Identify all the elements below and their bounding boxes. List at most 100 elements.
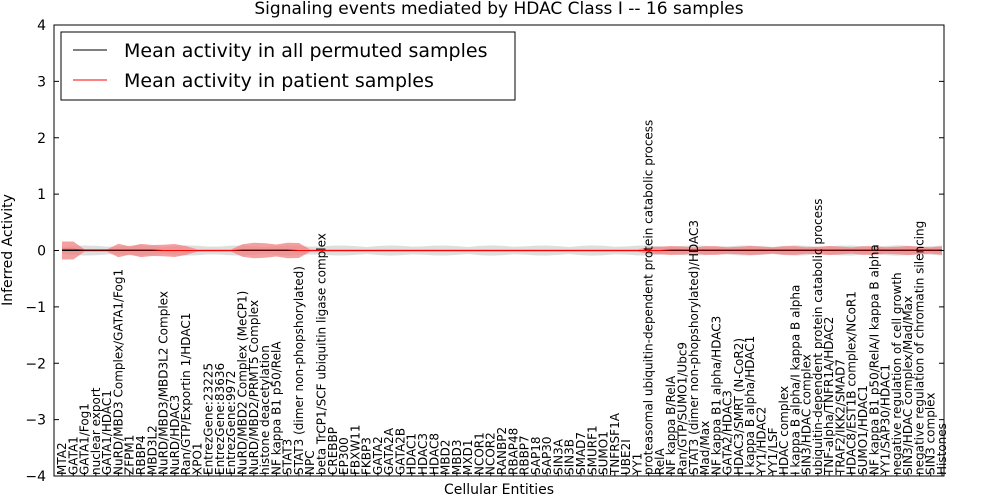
category-label: YY1/LSF — [766, 427, 780, 476]
plot-frame — [53, 24, 945, 477]
legend-label-permuted: Mean activity in all permuted samples — [124, 40, 487, 62]
category-label: NuRD/HDAC3 — [168, 395, 182, 475]
category-label: I kappa B alpha/I kappa B alpha — [788, 285, 802, 475]
category-label: RBBP4 — [134, 435, 148, 475]
legend-label-patient: Mean activity in patient samples — [124, 70, 434, 92]
category-label: MBD3 — [450, 440, 464, 475]
category-label: nuclear export — [89, 387, 103, 475]
category-label: SIN3/HDAC complex/Mad/Max — [901, 296, 915, 475]
category-label: proteasomal ubiquitin-dependent protein … — [642, 120, 656, 475]
category-label: GATA1/Fog1 — [78, 403, 92, 475]
y-axis-ticks: −4 −3 −2 −1 0 1 2 3 4 — [25, 18, 944, 485]
category-label: negative regulation of cell growth — [890, 272, 904, 475]
y-tick-label: 3 — [37, 74, 46, 90]
category-label: GATA2 — [371, 436, 385, 475]
y-tick-label: 4 — [37, 18, 46, 34]
category-label: EP300 — [337, 437, 351, 475]
category-label: SIN3 complex — [924, 393, 938, 475]
category-label: TNF-alpha/TNFR1A/HDAC2 — [822, 317, 836, 476]
category-label: SIN3B — [563, 439, 577, 475]
category-label: MBD2 — [439, 440, 453, 475]
y-tick-label: 0 — [37, 244, 46, 260]
category-label: SMAD7 — [574, 432, 588, 475]
category-label: SMURF1 — [585, 425, 599, 475]
category-label: GATA2A — [382, 427, 396, 475]
category-label: HDAC3 — [416, 433, 430, 475]
category-label: RBAP48 — [506, 428, 520, 475]
category-label: YY1 — [630, 453, 644, 476]
category-label: HDAC1 — [405, 433, 419, 475]
category-label: NCOR2 — [484, 432, 498, 475]
category-label: EntrezGene:23225 — [202, 363, 216, 475]
y-tick-label: −4 — [25, 469, 46, 485]
category-label: XPO1 — [190, 442, 204, 475]
legend: Mean activity in all permuted samples Me… — [60, 31, 516, 101]
category-label: NCOR1 — [472, 432, 486, 475]
category-label: MTA2 — [55, 442, 69, 475]
category-label: HDAC8/EST1B complex/NCoR1 — [845, 291, 859, 475]
category-label: I kappa B alpha/HDAC1 — [743, 336, 757, 475]
y-tick-label: −2 — [25, 356, 46, 372]
category-label: SAP18 — [529, 436, 543, 475]
category-label: GATA1/HDAC1 — [100, 390, 114, 475]
category-label: NPC — [303, 450, 317, 475]
category-label: SIN3/HDAC complex — [800, 354, 814, 475]
category-label: YY1/SAP30/HDAC1 — [879, 364, 893, 476]
chart-title: Signaling events mediated by HDAC Class … — [254, 0, 743, 19]
category-label: MXD1 — [461, 440, 475, 475]
category-label: NuRD/MBD3/MBD3L2 Complex — [157, 291, 171, 475]
category-label: NF kappa B/RelA — [664, 375, 678, 475]
patient-series-line — [62, 248, 942, 251]
category-label: NuRD/MBD3 Complex/GATA1/Fog1 — [111, 269, 125, 475]
legend-box — [60, 31, 516, 101]
category-label: NF kappa B1 p50/RelA — [269, 341, 283, 475]
category-label: FKBP3 — [360, 437, 374, 475]
category-label: UBE2I — [619, 439, 633, 475]
category-label: histone deacetylation — [258, 345, 272, 475]
category-label: RANBP2 — [495, 427, 509, 475]
category-label: EntrezGene:9972 — [224, 371, 238, 476]
category-label: RBBP7 — [518, 435, 532, 475]
category-label: Histones — [935, 423, 949, 475]
category-label: Mad/Max — [698, 421, 712, 475]
category-label: negative regulation of chromatin silenci… — [912, 221, 926, 475]
category-label: GATA1 — [66, 436, 80, 475]
y-tick-label: −1 — [25, 300, 46, 316]
category-label: CREBBP — [326, 427, 340, 475]
category-label: SAP30 — [540, 436, 554, 475]
category-label: FBXW11 — [348, 425, 362, 476]
category-label: STAT3 — [281, 439, 295, 475]
category-label: NuRD/MBD2 Complex (MeCP1) — [236, 291, 250, 475]
category-label: NuRD/MBD2/PRMT5 Complex — [247, 300, 261, 475]
y-tick-label: 1 — [37, 187, 46, 203]
y-axis-label: Inferred Activity — [0, 194, 16, 306]
category-label: RelA — [653, 447, 667, 475]
category-label: SIN3A — [551, 438, 565, 475]
category-label: beta TrCP1/SCF ubiquitin ligase complex — [315, 233, 329, 475]
category-label: SUMO1 — [597, 431, 611, 475]
category-label: SUMO1/HDAC1 — [856, 385, 870, 475]
category-label: HDAC complex — [777, 386, 791, 475]
category-label: TNFRSF1A — [608, 412, 622, 476]
category-label: GATA2/HDAC3 — [721, 390, 735, 475]
category-label: TRAF2/IKK2/SMAD7 — [834, 359, 848, 476]
category-label: ZFPM1 — [123, 435, 137, 475]
category-label: HDAC3/SMRT (N-CoR2) — [732, 338, 746, 475]
category-label: EntrezGene:83636 — [213, 363, 227, 475]
category-label: ubiquitin-dependent protein catabolic pr… — [811, 199, 825, 475]
x-axis-ticks — [61, 472, 943, 476]
category-label: MBD3L2 — [145, 425, 159, 475]
category-label: STAT3 (dimer non-phopshorylated)/HDAC3 — [687, 220, 701, 475]
category-label: HDAC8 — [427, 433, 441, 475]
category-label: GATA2B — [394, 428, 408, 475]
y-tick-label: −3 — [25, 413, 46, 429]
x-axis-label: Cellular Entities — [444, 482, 554, 498]
category-label: Ran/GTP/Exportin 1/HDAC1 — [179, 313, 193, 475]
category-label: NF kappa B1 p50/RelA/I kappa B alpha — [867, 244, 881, 475]
category-label: YY1/HDAC2 — [755, 407, 769, 476]
y-tick-label: 2 — [37, 131, 46, 147]
series-lines — [62, 248, 942, 251]
category-label: NF kappa B1 alpha/HDAC3 — [709, 316, 723, 475]
